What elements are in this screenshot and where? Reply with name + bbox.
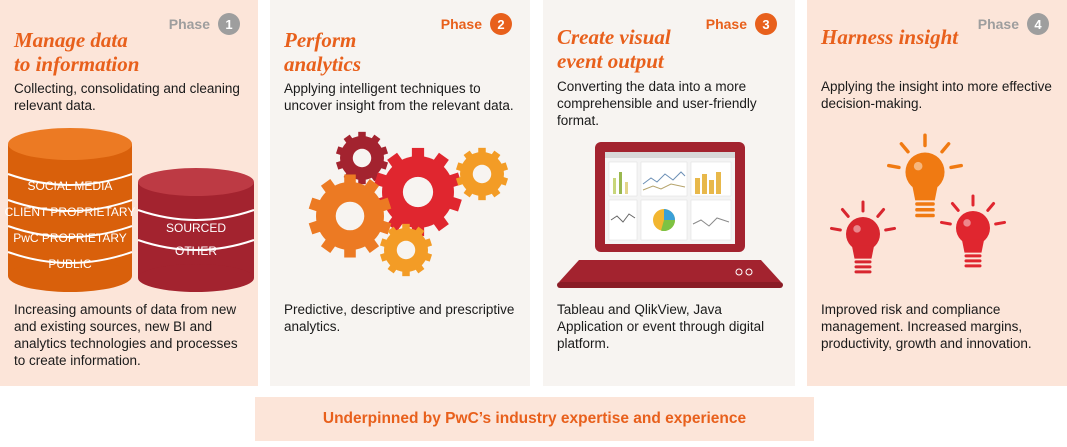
- phase-label: Phase: [977, 16, 1019, 32]
- gear-icon: [374, 147, 462, 237]
- phase-3-title: Create visual event output: [557, 25, 671, 73]
- lightbulb-icon: [887, 133, 963, 218]
- laptop-icon: [557, 142, 783, 288]
- db-label: PUBLIC: [48, 257, 92, 271]
- db-label: OTHER: [175, 244, 217, 258]
- phase-1-footer: Increasing amounts of data from new and …: [14, 302, 238, 368]
- phase-2-footer: Predictive, descriptive and prescriptive…: [284, 302, 515, 334]
- db-label: CLIENT PROPRIETARY: [5, 205, 136, 219]
- phase-4-badge: Phase 4: [978, 13, 1049, 35]
- phase-number: 2: [490, 13, 512, 35]
- bottom-banner: Underpinned by PwC’s industry expertise …: [255, 397, 814, 441]
- gear-icon: [379, 223, 433, 277]
- phase-1-badge: Phase 1: [169, 13, 240, 35]
- phase-number: 4: [1027, 13, 1049, 35]
- phase-3-panel: Phase 3 Create visual event output Conve…: [543, 0, 795, 386]
- gear-icon: [455, 147, 509, 201]
- gear-icon: [308, 174, 392, 258]
- phase-4-panel: Phase 4 Harness insight Applying the ins…: [807, 0, 1067, 386]
- db-label: SOURCED: [166, 221, 226, 235]
- phase-number: 3: [755, 13, 777, 35]
- database-icon: SOCIAL MEDIA CLIENT PROPRIETARY PwC PROP…: [5, 128, 255, 292]
- phase-label: Phase: [705, 16, 747, 32]
- phase-4-description: Applying the insight into more effective…: [821, 79, 1052, 111]
- phase-1-panel: Phase 1 Manage data to information Colle…: [0, 0, 258, 386]
- db-label: PwC PROPRIETARY: [13, 231, 127, 245]
- lightbulb-icon: [939, 194, 1007, 268]
- phase-2-badge: Phase 2: [441, 13, 512, 35]
- phase-4-title: Harness insight: [821, 25, 959, 49]
- phase-4-footer: Improved risk and compliance management.…: [821, 302, 1032, 351]
- lightbulbs-icon: [829, 133, 1007, 274]
- phase-3-footer: Tableau and QlikView, Java Application o…: [557, 302, 765, 351]
- phase-1-description: Collecting, consolidating and cleaning r…: [14, 81, 240, 113]
- phase-2-title: Perform analytics: [284, 28, 361, 76]
- phase-3-description: Converting the data into a more comprehe…: [557, 79, 757, 128]
- db-label: SOCIAL MEDIA: [28, 179, 113, 193]
- phase-1-title: Manage data to information: [14, 28, 140, 76]
- phase-label: Phase: [440, 16, 482, 32]
- lightbulb-icon: [829, 200, 897, 274]
- phase-2-panel: Phase 2 Perform analytics Applying intel…: [270, 0, 530, 386]
- phase-2-description: Applying intelligent techniques to uncov…: [284, 81, 514, 113]
- phase-3-badge: Phase 3: [706, 13, 777, 35]
- phase-label: Phase: [168, 16, 210, 32]
- phase-number: 1: [218, 13, 240, 35]
- gears-icon: [308, 131, 509, 277]
